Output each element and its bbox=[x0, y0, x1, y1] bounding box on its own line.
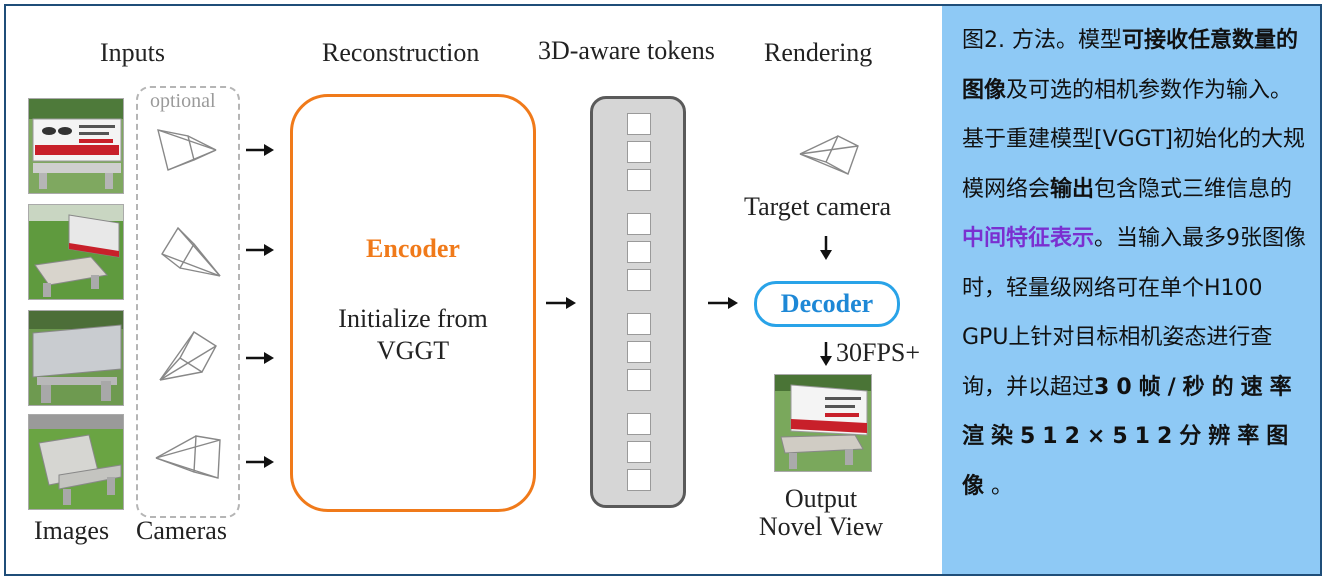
arrow-icon bbox=[546, 297, 576, 309]
figure-frame: Inputs Reconstruction 3D-aware tokens Re… bbox=[4, 4, 1322, 576]
arrow-icon bbox=[246, 352, 274, 364]
encoder-subtitle-line1: Initialize from bbox=[338, 304, 488, 333]
caption-text: 。当输入最多9张图像时，轻量级网络可在单个H100 GPU上针对目标相机姿态进行… bbox=[962, 226, 1307, 400]
camera-icon bbox=[159, 331, 217, 381]
output-novel-view-image bbox=[774, 374, 872, 472]
token-square bbox=[627, 169, 651, 191]
header-inputs: Inputs bbox=[100, 38, 165, 67]
caption-highlight-text: 中间特征表示 bbox=[962, 226, 1095, 251]
token-square bbox=[627, 313, 651, 335]
decoder-box: Decoder bbox=[754, 281, 900, 327]
header-rendering: Rendering bbox=[764, 38, 873, 67]
bench-side-photo-icon bbox=[29, 415, 123, 509]
token-square bbox=[627, 269, 651, 291]
caption-text: 及可选的相机参数作为输入。基于重建模型[VGGT]初始化的大规模网络会 bbox=[962, 77, 1305, 202]
label-cameras: Cameras bbox=[136, 516, 227, 545]
down-arrow-icon bbox=[820, 342, 832, 366]
target-camera-icon bbox=[799, 135, 859, 176]
caption-panel: 图2. 方法。模型可接收任意数量的图像及可选的相机参数作为输入。基于重建模型[V… bbox=[942, 6, 1320, 574]
input-image-4 bbox=[28, 414, 124, 510]
down-arrow-icon bbox=[820, 236, 832, 260]
target-camera-label: Target camera bbox=[744, 192, 892, 221]
token-square bbox=[627, 213, 651, 235]
caption-bold-text: 输出 bbox=[1050, 176, 1095, 202]
camera-icon bbox=[161, 226, 221, 277]
arrow-icon bbox=[708, 297, 738, 309]
token-square bbox=[627, 113, 651, 135]
input-image-2 bbox=[28, 204, 124, 300]
camera-icon bbox=[155, 435, 221, 479]
encoder-subtitle-line2: VGGT bbox=[376, 336, 450, 365]
arrow-icon bbox=[246, 456, 274, 468]
caption-text: 包含隐式三维信息的 bbox=[1094, 176, 1293, 202]
tokens-box bbox=[590, 96, 686, 508]
output-label-line1: Output bbox=[784, 484, 858, 513]
optional-cameras-box bbox=[136, 86, 240, 518]
bench-photo-icon bbox=[29, 205, 123, 299]
optional-label: optional bbox=[150, 90, 216, 112]
header-tokens: 3D-aware tokens bbox=[538, 36, 715, 65]
token-square bbox=[627, 469, 651, 491]
caption-text: 图2. 方法。模型 bbox=[962, 28, 1122, 53]
camera-icon bbox=[157, 129, 217, 171]
input-image-1 bbox=[28, 98, 124, 194]
fps-label: 30FPS+ bbox=[836, 338, 921, 367]
arrow-icon bbox=[246, 244, 274, 256]
label-images: Images bbox=[34, 516, 110, 545]
header-reconstruction: Reconstruction bbox=[322, 38, 480, 67]
input-image-3 bbox=[28, 310, 124, 406]
token-square bbox=[627, 413, 651, 435]
billboard-photo-icon bbox=[29, 99, 123, 193]
token-square bbox=[627, 241, 651, 263]
bench-back-photo-icon bbox=[29, 311, 123, 405]
arrow-icon bbox=[246, 144, 274, 156]
encoder-box bbox=[290, 94, 536, 512]
token-square bbox=[627, 341, 651, 363]
caption-bold-text: 可接收任意数量的图像 bbox=[962, 28, 1298, 103]
token-square bbox=[627, 141, 651, 163]
token-square bbox=[627, 369, 651, 391]
caption-bold-text: 30帧/秒的速率渲染512×512分辨率图像 bbox=[962, 374, 1299, 499]
output-label-line2: Novel View bbox=[758, 512, 884, 541]
billboard-photo-icon bbox=[775, 375, 871, 471]
token-square bbox=[627, 441, 651, 463]
encoder-title: Encoder bbox=[366, 234, 460, 263]
caption-text: 。 bbox=[991, 473, 1014, 499]
